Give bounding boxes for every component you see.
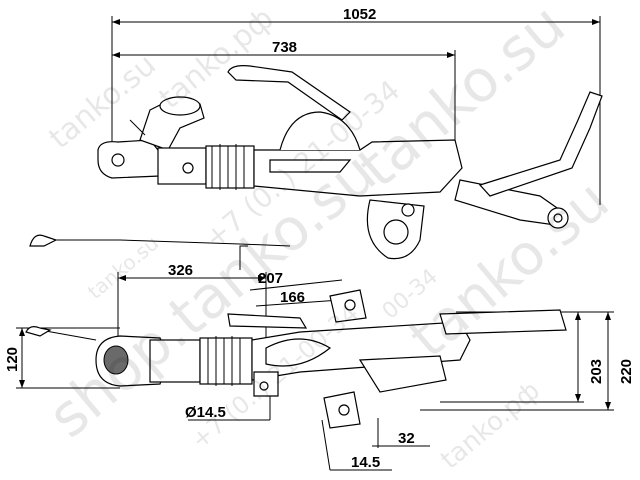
parking-lever	[478, 91, 603, 197]
side-view: 1052 738	[29, 6, 603, 270]
dim-207-label: 207	[258, 270, 283, 287]
drawbar-plan	[149, 339, 201, 383]
dim-166-label: 166	[280, 289, 305, 306]
hole-diameter-label: Ø14.5	[185, 404, 226, 421]
coupling-head	[97, 139, 161, 179]
cable-clip	[29, 234, 58, 247]
watermark-site-alt-lower: tanko.рф	[435, 376, 546, 476]
plan-view: 326 207 166 120 203 220	[4, 262, 635, 471]
ball-socket	[111, 153, 125, 167]
dim-14-5-label: 14.5	[351, 454, 380, 471]
brake-lever-plan	[227, 313, 308, 329]
main-beam	[253, 139, 463, 197]
dim-32-label: 32	[398, 430, 415, 447]
bellows-plan	[199, 336, 253, 386]
dim-120-label: 120	[4, 347, 21, 372]
bellows	[205, 144, 255, 190]
dim-220-label: 220	[618, 359, 635, 384]
dim-1052-label: 1052	[343, 6, 376, 23]
breakaway-cable	[50, 239, 291, 247]
dim-line-207	[249, 279, 343, 291]
dim-326-label: 326	[168, 262, 193, 279]
dim-203-label: 203	[588, 359, 605, 384]
coupling-handle-cap	[159, 96, 201, 116]
watermark-site-alt: tanko.рф	[153, 1, 281, 116]
axle-mount-plan	[358, 355, 447, 393]
parking-lever-plan	[439, 309, 567, 335]
drawbar-housing	[157, 147, 207, 185]
brake-lever	[227, 65, 351, 121]
cable-clip-plan	[25, 326, 52, 337]
watermark-site-small: tanko.su	[83, 231, 164, 304]
handbrake-arch	[279, 111, 361, 151]
dim-738-label: 738	[272, 39, 297, 56]
dim-line-166	[255, 299, 341, 307]
